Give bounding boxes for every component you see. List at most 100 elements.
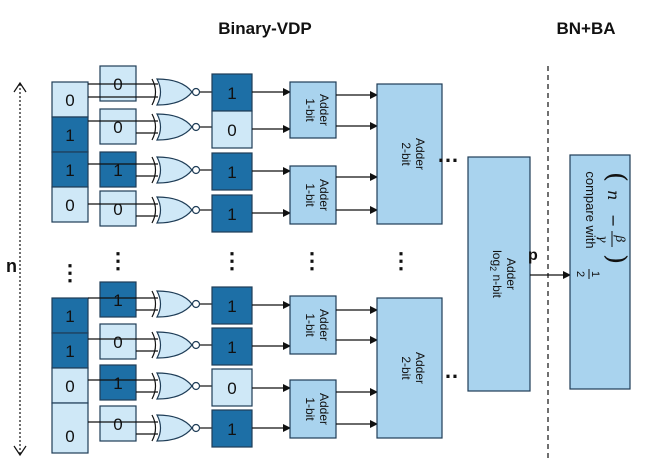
xnor-gate-icon [88, 414, 201, 442]
bit-value: 1 [227, 163, 236, 182]
compare-formula: ( n − β γ ) [596, 172, 631, 264]
bit-cell [99, 281, 137, 318]
two-bit-adder: 2-bit Adder [376, 83, 443, 225]
bit-value: 1 [65, 161, 74, 180]
bit-cell [211, 368, 253, 407]
xnor-gate-icon [88, 290, 201, 318]
svg-text:Adder: Adder [504, 258, 518, 290]
svg-text:1-bit: 1-bit [303, 183, 317, 207]
p-label: p [528, 247, 538, 264]
input-column-b-top: 0 0 1 0 [99, 65, 137, 227]
xnor-gate-icon [88, 331, 201, 359]
bit-value: 1 [227, 338, 236, 357]
bit-cell [51, 332, 89, 369]
xnor-gates-bottom [88, 290, 201, 442]
input-column-a-bottom: 1 1 0 0 [51, 297, 89, 454]
svg-text:1-bit: 1-bit [303, 98, 317, 122]
svg-text:Adder: Adder [413, 138, 427, 170]
xnor-output-column-top: 1 0 1 1 [211, 73, 253, 233]
bit-cell [211, 327, 253, 366]
bit-value: 1 [227, 297, 236, 316]
log-n-bit-adder: log2 n-bit Adder [467, 156, 531, 392]
bit-value: 1 [227, 420, 236, 439]
svg-text:): ) [601, 254, 631, 264]
svg-text:Adder: Adder [413, 352, 427, 384]
xnor-gate-icon [88, 113, 201, 141]
bit-value: 1 [65, 307, 74, 326]
bit-value: 1 [65, 342, 74, 361]
svg-text:β: β [613, 235, 627, 243]
bit-value: 0 [65, 427, 74, 446]
bit-cell [99, 364, 137, 401]
bit-cell [211, 73, 253, 112]
bit-value: 0 [65, 196, 74, 215]
bit-cell [51, 402, 89, 454]
title-bn-ba: BN+BA [556, 19, 615, 38]
ellipsis: ⋮ [301, 248, 323, 273]
svg-text:Adder: Adder [317, 94, 331, 126]
ellipsis: ⋮ [107, 248, 129, 273]
bit-cell [99, 323, 137, 360]
bit-cell [99, 151, 137, 188]
ellipsis: ⋮ [390, 248, 412, 273]
one-bit-adder: 1-bit Adder [289, 81, 337, 139]
bit-value: 0 [65, 377, 74, 396]
xnor-gate-icon [88, 372, 201, 400]
bit-value: 1 [113, 161, 122, 180]
two-bit-adder: 2-bit Adder [376, 297, 443, 439]
svg-text:2-bit: 2-bit [399, 356, 413, 380]
bit-cell [211, 409, 253, 448]
bit-value: 0 [113, 415, 122, 434]
bit-cell [99, 108, 137, 145]
title-binary-vdp: Binary-VDP [218, 19, 312, 38]
svg-text:(: ( [601, 172, 631, 182]
input-column-b-bottom: 1 0 1 0 [99, 281, 137, 442]
bit-value: 0 [65, 91, 74, 110]
svg-text:2-bit: 2-bit [399, 142, 413, 166]
svg-text:−: − [604, 214, 623, 227]
xnor-output-column-bottom: 1 1 0 1 [211, 286, 253, 448]
ellipsis: ⋮ [59, 260, 81, 285]
bit-value: 1 [113, 291, 122, 310]
bit-value: 0 [113, 333, 122, 352]
bit-value: 1 [65, 126, 74, 145]
svg-text:1: 1 [589, 271, 601, 277]
bit-value: 1 [227, 84, 236, 103]
svg-text:γ: γ [596, 235, 610, 243]
xnor-gate-icon [88, 156, 201, 184]
svg-text:2: 2 [574, 271, 586, 277]
bit-value: 0 [113, 118, 122, 137]
compare-label: compare with [583, 171, 598, 248]
bit-cell [51, 367, 89, 404]
bit-cell [99, 405, 137, 442]
svg-text:n: n [604, 190, 623, 200]
ellipsis: ⋮ [221, 248, 243, 273]
n-label-bg [0, 252, 18, 276]
bit-cell [211, 110, 253, 149]
svg-text:Adder: Adder [317, 309, 331, 341]
bit-value: 1 [227, 205, 236, 224]
n-arrow-head-top [13, 81, 27, 93]
compare-threshold-box: compare with 1 2 ( n − β γ ) [569, 154, 631, 390]
bit-cell [211, 286, 253, 325]
svg-text:1-bit: 1-bit [303, 313, 317, 337]
n-arrow-head-bottom [13, 445, 27, 457]
svg-text:Adder: Adder [317, 393, 331, 425]
bit-value: 0 [227, 379, 236, 398]
n-label: n [6, 256, 17, 276]
bit-cell [211, 152, 253, 191]
one-bit-adder: 1-bit Adder [289, 295, 337, 355]
bit-cell [99, 190, 137, 227]
xnor-gate-icon [88, 196, 201, 224]
horizontal-ellipsis: … [437, 142, 459, 167]
xnor-gates-top [88, 78, 201, 224]
bit-value: 0 [113, 200, 122, 219]
svg-text:Adder: Adder [317, 179, 331, 211]
input-column-a-top: 0 1 1 0 [51, 81, 89, 223]
bit-value: 1 [113, 374, 122, 393]
svg-text:log2 n-bit: log2 n-bit [488, 250, 504, 298]
bit-cell [51, 81, 89, 118]
one-bit-adder: 1-bit Adder [289, 165, 337, 225]
svg-text:1-bit: 1-bit [303, 397, 317, 421]
